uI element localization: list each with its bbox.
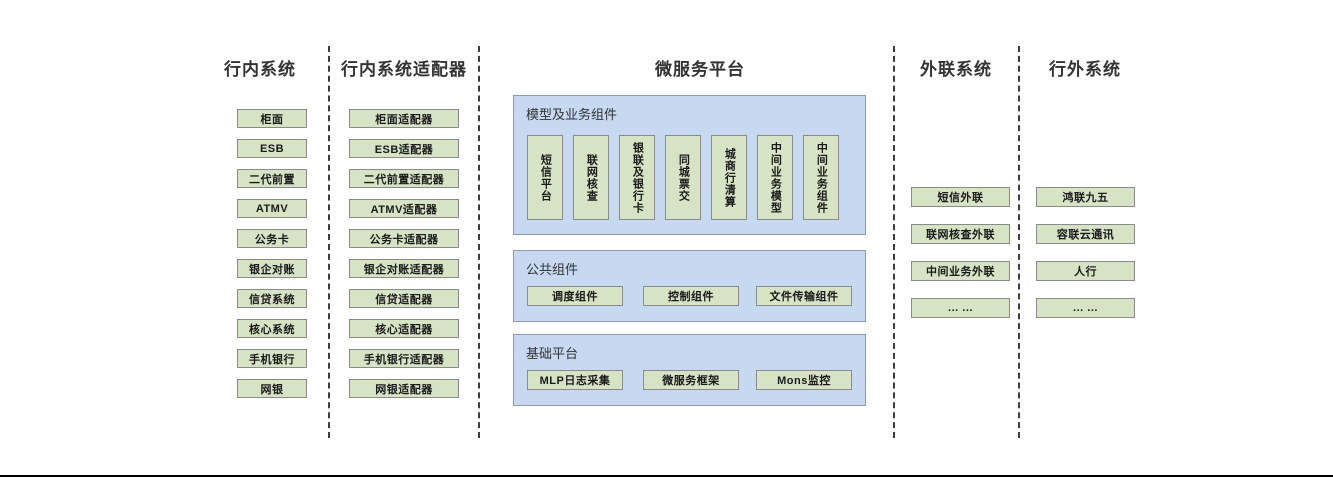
system-box-atmv[interactable]: ATMV [237,199,307,218]
component-box-yinlianjiyinhangka[interactable]: 银联及银行卡 [619,135,655,220]
adapter-box-xindai[interactable]: 信贷适配器 [349,289,459,308]
outside-bank-box-renhang[interactable]: 人行 [1036,261,1135,281]
column-title-internal-adapters: 行内系统适配器 [341,60,467,79]
column-divider-3 [893,46,895,438]
adapter-box-esb[interactable]: ESB适配器 [349,139,459,158]
column-divider-4 [1018,46,1020,438]
base-platform-box-mons-monitor[interactable]: Mons监控 [756,370,852,390]
system-box-wangyin[interactable]: 网银 [237,379,307,398]
component-box-zhongjianyewuzujian[interactable]: 中间业务组件 [803,135,839,220]
column-divider-1 [328,46,330,438]
system-box-hexinxitong[interactable]: 核心系统 [237,319,307,338]
public-component-box-wenjianchuanshuzujian[interactable]: 文件传输组件 [756,286,852,306]
system-box-xindaixitong[interactable]: 信贷系统 [237,289,307,308]
component-box-lianwanghecha[interactable]: 联网核查 [573,135,609,220]
adapter-box-hexin[interactable]: 核心适配器 [349,319,459,338]
adapter-box-wangyin[interactable]: 网银适配器 [349,379,459,398]
external-link-box-duanxinwailian[interactable]: 短信外联 [911,187,1010,207]
system-box-shoujiyinhang[interactable]: 手机银行 [237,349,307,368]
component-box-chengshanghangqingsuan[interactable]: 城商行清算 [711,135,747,220]
system-box-gongwuka[interactable]: 公务卡 [237,229,307,248]
column-title-external-link-systems: 外联系统 [920,60,992,79]
component-box-tongchengpiaojiao[interactable]: 同城票交 [665,135,701,220]
external-link-box-zhongjianyewuwailian[interactable]: 中间业务外联 [911,261,1010,281]
component-box-duanxinpingtai[interactable]: 短信平台 [527,135,563,220]
column-divider-2 [478,46,480,438]
column-title-internal-systems: 行内系统 [224,60,296,79]
system-box-erdaiqianzhi[interactable]: 二代前置 [237,169,307,188]
outside-bank-box-ellipsis[interactable]: ... ... [1036,298,1135,318]
base-platform-box-microservice-framework[interactable]: 微服务框架 [643,370,739,390]
panel-label-model-business-components: 模型及业务组件 [526,107,618,122]
panel-label-public-components: 公共组件 [526,262,579,277]
panel-label-base-platform: 基础平台 [526,346,579,361]
column-title-outside-bank-systems: 行外系统 [1049,60,1121,79]
external-link-box-ellipsis[interactable]: ... ... [911,298,1010,318]
outside-bank-box-ronglianyuntongxun[interactable]: 容联云通讯 [1036,224,1135,244]
adapter-box-erdaiqianzhi[interactable]: 二代前置适配器 [349,169,459,188]
adapter-box-guimian[interactable]: 柜面适配器 [349,109,459,128]
adapter-box-atmv[interactable]: ATMV适配器 [349,199,459,218]
adapter-box-yinqiduizhang[interactable]: 银企对账适配器 [349,259,459,278]
system-box-guimian[interactable]: 柜面 [237,109,307,128]
adapter-box-shoujiyinhang[interactable]: 手机银行适配器 [349,349,459,368]
base-platform-box-mlp-log-collect[interactable]: MLP日志采集 [527,370,623,390]
external-link-box-lianwangheChawailian[interactable]: 联网核查外联 [911,224,1010,244]
adapter-box-gongwuka[interactable]: 公务卡适配器 [349,229,459,248]
component-box-zhongjianyewumoxing[interactable]: 中间业务模型 [757,135,793,220]
public-component-box-diaoduzujian[interactable]: 调度组件 [527,286,623,306]
page-bottom-rule [0,475,1333,477]
outside-bank-box-honglianjiuwu[interactable]: 鸿联九五 [1036,187,1135,207]
column-title-microservice-platform: 微服务平台 [655,60,745,79]
public-component-box-kongzhizujian[interactable]: 控制组件 [643,286,739,306]
system-box-esb[interactable]: ESB [237,139,307,158]
system-box-yinqiduizhang[interactable]: 银企对账 [237,259,307,278]
